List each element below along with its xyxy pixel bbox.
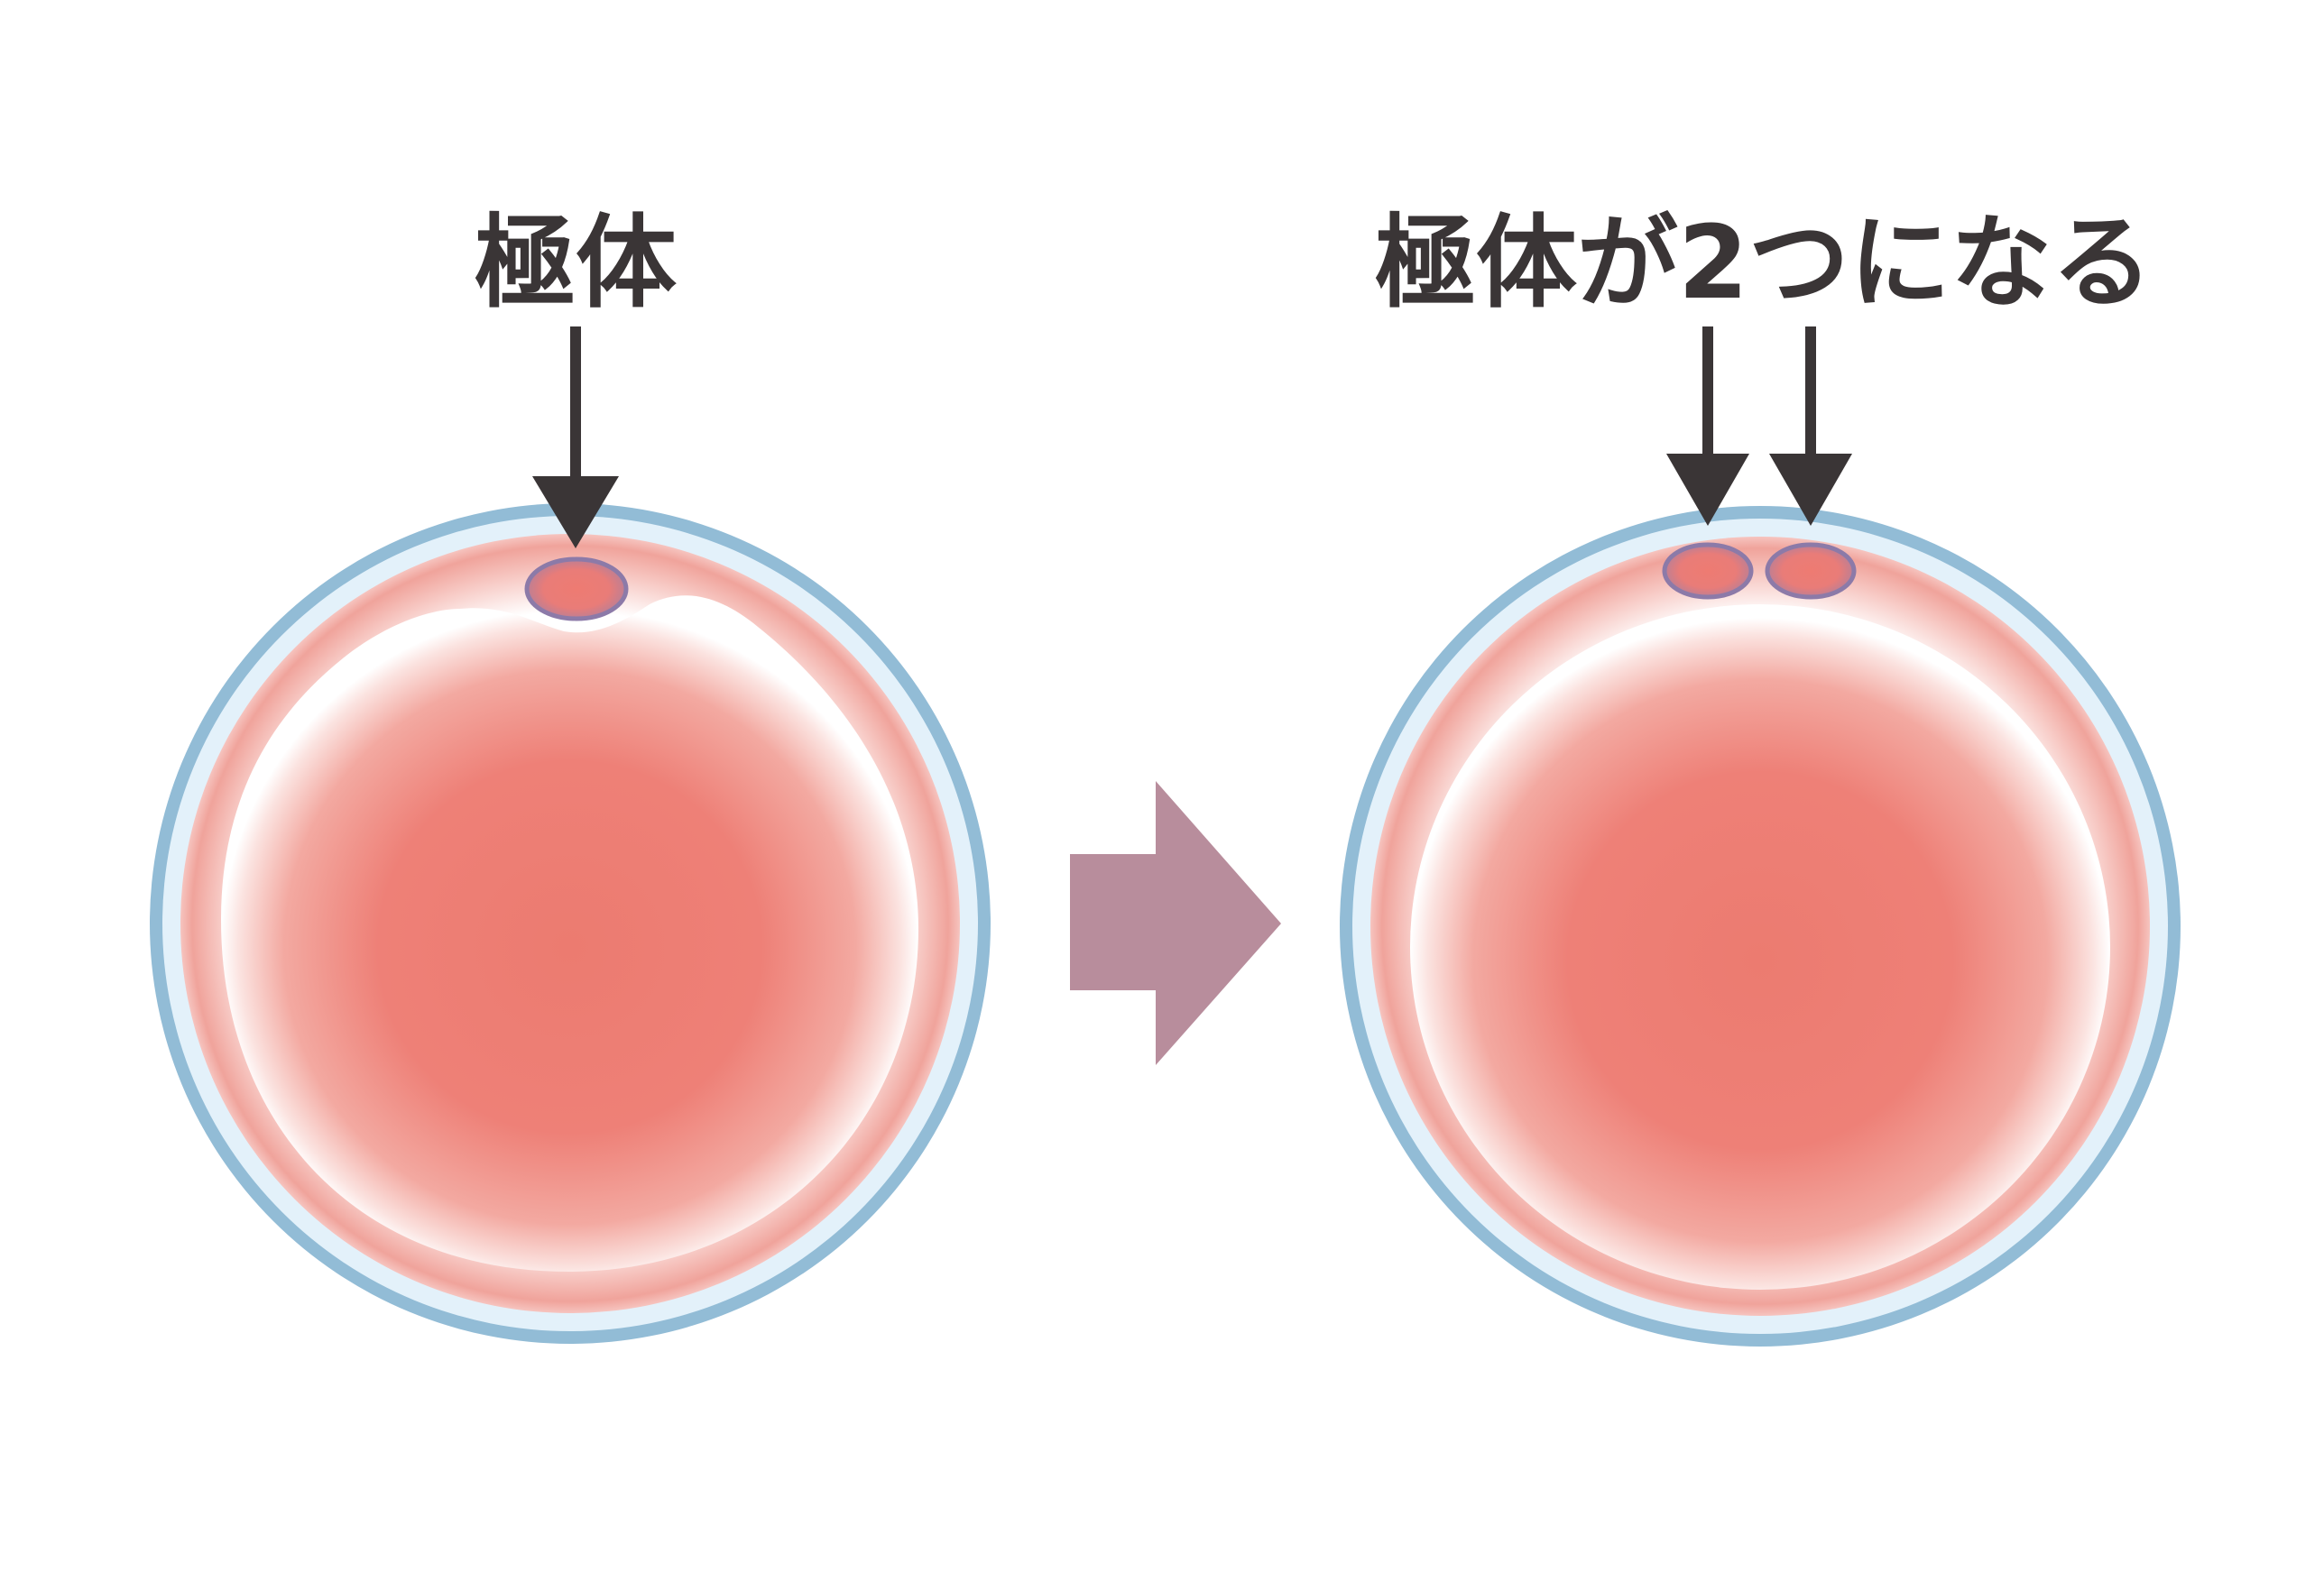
down-arrow-icon [1769,326,1852,526]
right-egg-cell [1340,506,2181,1347]
left-egg-cell [150,503,991,1344]
right-cytoplasm [1410,604,2110,1290]
down-arrow-icon [1666,326,1749,526]
left-polar-body [524,556,629,621]
right-polar-body-2 [1765,542,1857,600]
left-label: 極体 [475,205,677,322]
down-arrow-icon [532,326,619,548]
right-arrow-icon [1070,781,1281,1065]
right-label: 極体が2つになる [1375,205,2153,322]
left-cytoplasm [221,595,918,1272]
right-polar-body-1 [1662,542,1754,600]
